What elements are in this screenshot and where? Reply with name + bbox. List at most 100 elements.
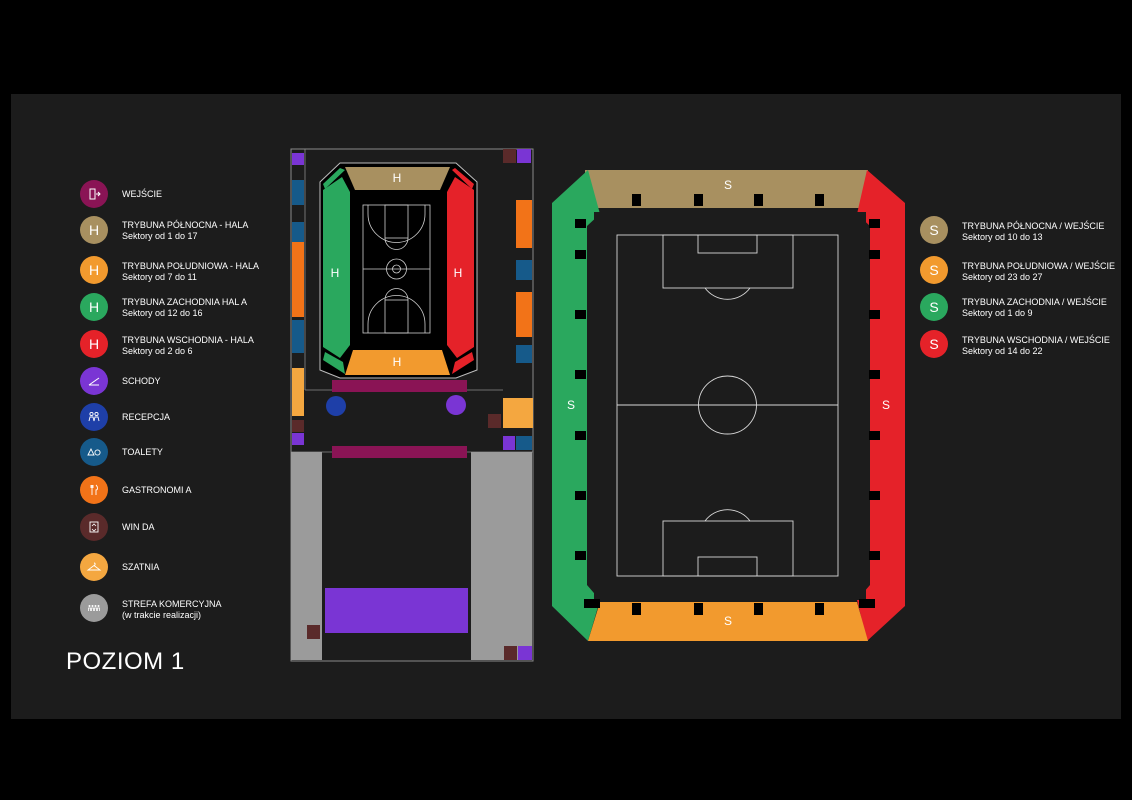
hall-stand-north — [345, 167, 450, 190]
hall-stand-nw-corner — [323, 168, 345, 189]
legend-label: WIN DA — [122, 522, 155, 532]
entrance-lower — [332, 446, 467, 458]
legend-circle-south-stadium: S — [920, 256, 948, 284]
hanger-icon — [503, 398, 533, 428]
stadium-stand-east — [857, 170, 905, 641]
stadium-label-north: S — [724, 178, 732, 192]
legend-label: GASTRONOMI A — [122, 485, 192, 495]
legend-sub: Sektory od 2 do 6 — [122, 346, 193, 356]
toilets-icon — [516, 260, 532, 280]
elevator-icon — [307, 625, 320, 639]
hall-label-west: H — [331, 266, 340, 280]
legend-label: TRYBUNA ZACHODNIA / WEJŚCIE — [962, 297, 1107, 307]
legend-symbol: S — [929, 262, 939, 278]
legend-symbol: S — [929, 299, 939, 315]
stadium-label-south: S — [724, 614, 732, 628]
legend-circle-toalety — [80, 438, 108, 466]
legend-label: TRYBUNA WSCHODNIA / WEJŚCIE — [962, 335, 1110, 345]
hall-plan: H H H H — [290, 148, 534, 662]
legend-symbol: H — [88, 299, 100, 315]
stadium-pitch-area — [594, 212, 866, 600]
elevator-icon — [504, 646, 517, 660]
toilets-icon — [292, 222, 304, 242]
stairs-icon — [292, 433, 304, 445]
legend-sub: Sektory od 1 do 17 — [122, 231, 198, 241]
legend-sub: Sektory od 12 do 16 — [122, 308, 203, 318]
legend-circle-east-stadium: S — [920, 330, 948, 358]
toilets-icon — [87, 447, 101, 456]
level-title: POZIOM 1 — [66, 648, 185, 675]
elevator-icon — [503, 149, 516, 163]
legend-symbol: S — [929, 222, 939, 238]
stadium-label-east: S — [882, 398, 890, 412]
stairs-icon — [518, 646, 532, 660]
legend-label: TOALETY — [122, 447, 163, 457]
legend-label: TRYBUNA PÓŁNOCNA / WEJŚCIE — [962, 221, 1105, 231]
legend-circle-szatnia — [80, 553, 108, 581]
commercial-zone-icon — [88, 605, 100, 611]
legend-label: SCHODY — [122, 376, 161, 386]
football-pitch — [616, 234, 839, 577]
legend-label: WEJŚCIE — [122, 189, 163, 199]
hall-stand-south — [345, 350, 450, 375]
elevator-icon — [292, 420, 304, 432]
hall-arena-frame — [319, 162, 478, 379]
legend-sub: (w trakcie realizacji) — [122, 610, 202, 620]
stairs-icon — [88, 377, 100, 386]
legend-label: RECEPCJA — [122, 412, 171, 422]
cutlery-icon — [90, 484, 98, 495]
legend-symbol: H — [88, 222, 100, 238]
legend-label: TRYBUNA PÓŁNOCNA - HALA — [122, 220, 249, 230]
hall-stand-se-corner — [452, 352, 474, 374]
legend-label: TRYBUNA WSCHODNIA - HALA — [122, 335, 254, 345]
legend-label: SZATNIA — [122, 562, 160, 572]
hanger-icon — [292, 368, 304, 416]
legend-circle-east-hall: H — [80, 330, 108, 358]
legend-circle-strefa — [80, 594, 108, 622]
elevator-icon — [488, 414, 501, 428]
stairs-icon — [292, 153, 304, 165]
stadium-stand-west — [552, 170, 600, 641]
legend-circle-wejscie — [80, 180, 108, 208]
legend-circle-south-hall: H — [80, 256, 108, 284]
legend-circle-north-stadium: S — [920, 216, 948, 244]
hall-stand-west — [323, 177, 350, 358]
legend-label: TRYBUNA POŁUDNIOWA - HALA — [122, 261, 260, 271]
stairs-zone — [325, 588, 468, 633]
stairs-icon — [446, 395, 466, 415]
legend-sub: Sektory od 23 do 27 — [962, 272, 1043, 282]
legend-circle-west-hall: H — [80, 293, 108, 321]
legend-sub: Sektory od 14 do 22 — [962, 346, 1043, 356]
toilets-icon — [292, 320, 304, 353]
entrance-upper — [332, 380, 467, 392]
legend-circle-gastronomia — [80, 476, 108, 504]
commercial-zone-east — [471, 452, 532, 660]
door-entrance-icon — [89, 188, 101, 200]
hall-stand-east — [447, 177, 474, 358]
legend-symbol: H — [88, 262, 100, 278]
stairs-icon — [503, 436, 515, 450]
legend-symbol: H — [88, 336, 100, 352]
hall-label-east: H — [454, 266, 463, 280]
legend-circle-winda — [80, 513, 108, 541]
hall-label-south: H — [393, 355, 402, 369]
stadium-label-west: S — [567, 398, 575, 412]
legend-label: TRYBUNA ZACHODNIA HAL A — [122, 297, 248, 307]
cutlery-icon — [516, 200, 532, 248]
legend-circle-recepcja — [80, 403, 108, 431]
reception-people-icon — [88, 411, 100, 422]
elevator-icon — [89, 521, 99, 533]
stadium-stand-north — [585, 170, 868, 208]
stadium-stand-south — [588, 602, 868, 641]
toilets-icon — [516, 345, 532, 363]
hall-stand-ne-corner — [452, 168, 474, 189]
hall-stand-sw-corner — [323, 352, 345, 374]
stairs-icon — [517, 149, 531, 163]
legend-circle-north-hall: H — [80, 216, 108, 244]
stadium-plan: S S S S — [552, 170, 905, 641]
legend-sub: Sektory od 7 do 11 — [122, 272, 197, 282]
legend-circle-west-stadium: S — [920, 293, 948, 321]
cutlery-icon — [516, 292, 532, 337]
toilets-icon — [292, 180, 304, 205]
legend-sub: Sektory od 1 do 9 — [962, 308, 1033, 318]
